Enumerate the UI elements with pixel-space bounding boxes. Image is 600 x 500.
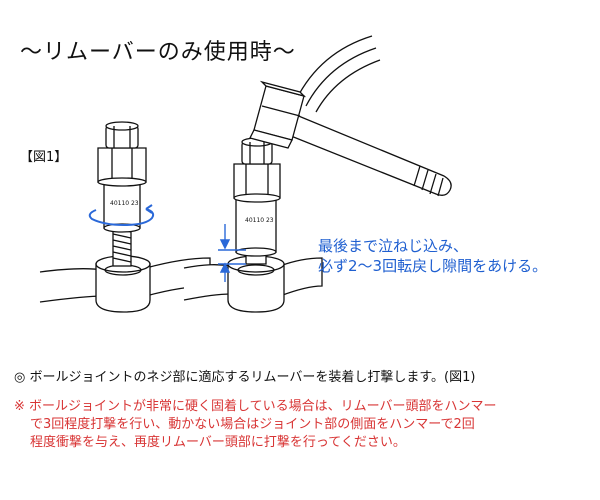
warning-note: ※ ボールジョイントが非常に硬く固着している場合は、リムーバー頭部をハンマー で… — [14, 398, 594, 452]
right-tool-marking: 40110 23 — [245, 217, 274, 224]
hammer-head — [249, 80, 307, 149]
warning-line-2: で3回程度打撃を行い、動かない場合はジョイント部の側面をハンマーで2回 — [30, 417, 475, 432]
right-hex-nut — [233, 163, 281, 203]
left-hex-nut — [97, 147, 147, 187]
left-socket — [95, 263, 151, 313]
figure-label: 【図1】 — [20, 150, 68, 165]
removal-illustration: 40110 23 40110 23 — [39, 35, 452, 313]
hammer-icon — [249, 35, 452, 197]
right-socket — [227, 263, 285, 313]
rotation-arrow-icon — [88, 204, 155, 227]
callout-line-2: 必ず2〜3回転戻し隙間をあける。 — [318, 257, 548, 275]
right-knuckle-arm-right — [279, 257, 323, 297]
left-assembly — [39, 121, 211, 313]
left-tool-marking: 40110 23 — [110, 200, 139, 207]
gap-instruction-callout: 最後まで泣ねじ込み、 必ず2〜3回転戻し隙間をあける。 — [318, 236, 547, 276]
left-knuckle-arm-left — [39, 268, 105, 303]
warning-line-3: 程度衝撃を与え、再度リムーバー頭部に打撃を行ってください。 — [30, 435, 406, 450]
right-remover-body — [235, 195, 277, 253]
page-title: 〜リムーバーのみ使用時〜 — [20, 40, 296, 65]
usage-instruction: ◎ ボールジョイントのネジ部に適応するリムーバーを装着し打撃します。(図1) — [14, 370, 476, 385]
warning-line-1: ※ ボールジョイントが非常に硬く固着している場合は、リムーバー頭部をハンマー — [14, 399, 497, 414]
left-head-stub — [105, 121, 139, 149]
right-assembly — [183, 137, 323, 313]
gap-indicator-icon — [218, 224, 246, 282]
callout-line-1: 最後まで泣ねじ込み、 — [318, 237, 469, 255]
